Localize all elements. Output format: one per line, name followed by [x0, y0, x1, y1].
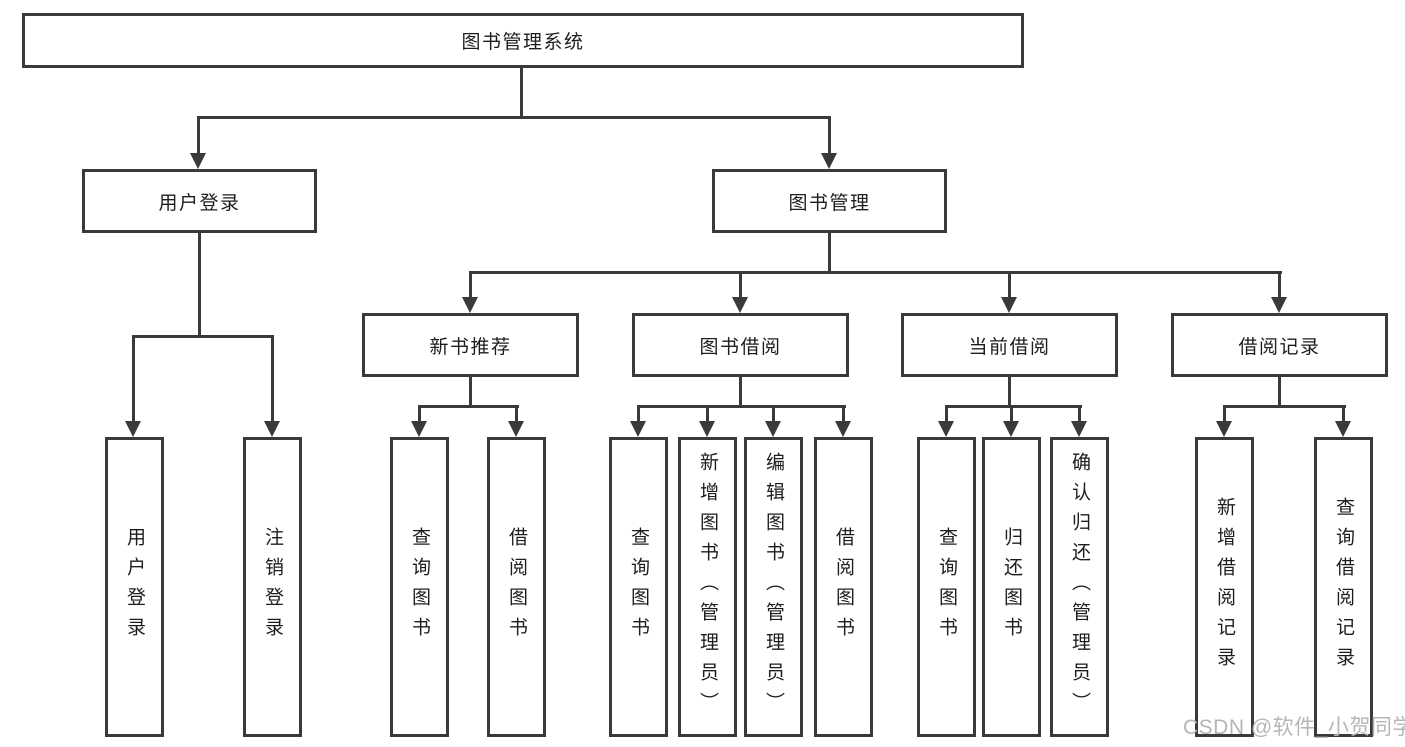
node-current-borrow: 当前借阅 [901, 313, 1118, 377]
arrowhead [462, 297, 478, 313]
leaf-label: 注销登录 [262, 527, 283, 647]
connector-to-new-book [469, 271, 472, 299]
node-new-book-recommend: 新书推荐 [362, 313, 579, 377]
arrowhead [264, 421, 280, 437]
leaf-label: 查询借阅记录 [1333, 497, 1354, 677]
connector-to-leaf [1342, 405, 1345, 422]
arrowhead [411, 421, 427, 437]
arrowhead [125, 421, 141, 437]
arrowhead [630, 421, 646, 437]
arrowhead [190, 153, 206, 169]
leaf-logout-login: 注销登录 [243, 437, 302, 737]
connector-new-book-stub [469, 377, 472, 408]
leaf-query-borrow-record: 查询借阅记录 [1314, 437, 1373, 737]
leaf-query-book-borrow: 查询图书 [609, 437, 668, 737]
node-root-label: 图书管理系统 [461, 32, 585, 53]
node-root: 图书管理系统 [22, 13, 1024, 68]
connector-to-leaf [706, 405, 709, 422]
node-label: 图书借阅 [699, 336, 782, 358]
arrowhead [1271, 297, 1287, 313]
node-book-management: 图书管理 [712, 169, 947, 233]
leaf-edit-book-admin: 编辑图书（管理员） [744, 437, 803, 737]
leaf-label: 查询图书 [628, 527, 649, 647]
leaf-query-book-current: 查询图书 [917, 437, 976, 737]
connector-to-leaf [772, 405, 775, 422]
connector-to-leaf [1010, 405, 1013, 422]
leaf-label: 确认归还（管理员） [1069, 452, 1090, 722]
connector-to-leaf [945, 405, 948, 422]
connector-to-leaf [132, 335, 135, 422]
connector-to-borrow-records [1278, 271, 1281, 299]
arrowhead [1071, 421, 1087, 437]
leaf-borrow-book: 借阅图书 [814, 437, 873, 737]
connector-to-book-borrow [739, 271, 742, 299]
leaf-query-book-recommend: 查询图书 [390, 437, 449, 737]
connector-to-leaf [271, 335, 274, 422]
node-label: 当前借阅 [968, 336, 1051, 358]
node-borrow-records: 借阅记录 [1171, 313, 1388, 377]
leaf-label: 新增借阅记录 [1214, 497, 1235, 677]
connector-book-management-hline [469, 271, 1282, 274]
connector-to-leaf [1223, 405, 1226, 422]
node-label: 用户登录 [158, 192, 241, 214]
arrowhead [1001, 297, 1017, 313]
leaf-label: 归还图书 [1001, 527, 1022, 647]
connector-borrow-records-stub [1278, 377, 1281, 408]
connector-book-borrow-hline [637, 405, 846, 408]
connector-current-borrow-hline [945, 405, 1082, 408]
arrowhead [1216, 421, 1232, 437]
node-label: 图书管理 [788, 192, 871, 214]
arrowhead [835, 421, 851, 437]
connector-to-leaf [1078, 405, 1081, 422]
connector-to-book-management [828, 116, 831, 154]
leaf-add-book-admin: 新增图书（管理员） [678, 437, 737, 737]
node-book-borrow: 图书借阅 [632, 313, 849, 377]
connector-book-management-stub [828, 232, 831, 273]
leaf-label: 用户登录 [124, 527, 145, 647]
leaf-user-login: 用户登录 [105, 437, 164, 737]
arrowhead [938, 421, 954, 437]
arrowhead [1003, 421, 1019, 437]
node-label: 新书推荐 [429, 336, 512, 358]
connector-user-login-hline [132, 335, 274, 338]
leaf-label: 借阅图书 [506, 527, 527, 647]
connector-to-user-login [197, 116, 200, 154]
node-label: 借阅记录 [1238, 336, 1321, 358]
connector-to-current-borrow [1008, 271, 1011, 299]
connector-to-leaf [842, 405, 845, 422]
leaf-label: 查询图书 [936, 527, 957, 647]
connector-user-login-stub [198, 232, 201, 336]
arrowhead [699, 421, 715, 437]
connector-to-leaf [637, 405, 640, 422]
connector-book-borrow-stub [739, 377, 742, 408]
leaf-label: 查询图书 [409, 527, 430, 647]
leaf-add-borrow-record: 新增借阅记录 [1195, 437, 1254, 737]
connector-current-borrow-stub [1008, 377, 1011, 408]
connector-new-book-hline [418, 405, 519, 408]
leaf-return-book: 归还图书 [982, 437, 1041, 737]
connector-to-leaf [515, 405, 518, 422]
leaf-label: 新增图书（管理员） [697, 452, 718, 722]
connector-borrow-records-hline [1223, 405, 1346, 408]
arrowhead [765, 421, 781, 437]
watermark: CSDN @软件_小贺同学 [1183, 716, 1405, 739]
connector-to-leaf [418, 405, 421, 422]
arrowhead [1335, 421, 1351, 437]
connector-root-stub [520, 68, 523, 117]
leaf-borrow-book-recommend: 借阅图书 [487, 437, 546, 737]
leaf-confirm-return-admin: 确认归还（管理员） [1050, 437, 1109, 737]
arrowhead [821, 153, 837, 169]
connector-root-hline [197, 116, 831, 119]
node-user-login: 用户登录 [82, 169, 317, 233]
arrowhead [732, 297, 748, 313]
leaf-label: 编辑图书（管理员） [763, 452, 784, 722]
arrowhead [508, 421, 524, 437]
leaf-label: 借阅图书 [833, 527, 854, 647]
